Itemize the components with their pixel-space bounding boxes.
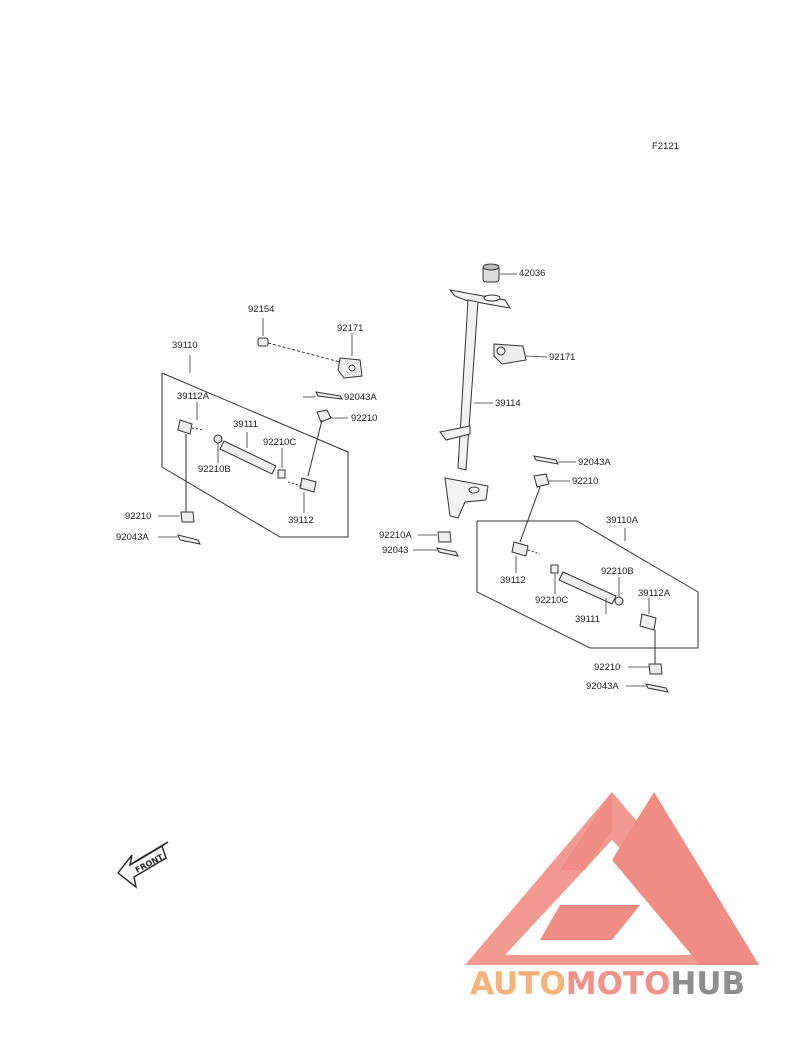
label-92210c-left: 92210C — [263, 437, 297, 448]
brand-part-moto: MOTO — [565, 966, 671, 1002]
label-92210-upper-left: 92210 — [351, 413, 378, 424]
brand-wordmark: AUTOMOTOHUB — [470, 966, 745, 1002]
label-92210-lower-right: 92210 — [594, 662, 621, 673]
label-92210a: 92210A — [379, 530, 412, 541]
label-39114: 39114 — [495, 398, 521, 409]
label-92154: 92154 — [248, 304, 275, 315]
label-92171-right: 92171 — [549, 352, 576, 363]
figure-code: F2121 — [652, 141, 679, 152]
label-39112-left: 39112 — [288, 515, 314, 526]
front-arrow-icon: FRONT — [117, 841, 169, 889]
label-39111-left: 39111 — [233, 419, 259, 430]
right-assembly-parts — [436, 455, 669, 693]
label-92210c-right: 92210C — [535, 595, 569, 606]
label-39112a-right: 39112A — [638, 588, 671, 599]
label-39110: 39110 — [172, 340, 198, 351]
label-92210b-left: 92210B — [198, 464, 231, 475]
bushing-part — [482, 263, 500, 283]
label-92210-lower-left: 92210 — [125, 511, 152, 522]
left-assembly-parts — [177, 391, 344, 545]
label-92210b-right: 92210B — [601, 566, 634, 577]
label-39111-right: 39111 — [575, 614, 601, 625]
label-39110a: 39110A — [606, 515, 639, 526]
label-39112a-left: 39112A — [177, 391, 210, 402]
brand-part-auto: AUTO — [470, 966, 566, 1002]
clamp-right — [493, 343, 527, 365]
brand-logo-icon — [465, 792, 759, 965]
label-92171-left: 92171 — [337, 323, 364, 334]
steering-shaft — [439, 289, 512, 519]
label-92043a-lower-left: 92043A — [116, 532, 149, 543]
label-92043a-right: 92043A — [578, 457, 611, 468]
brand-part-hub: HUB — [670, 966, 746, 1002]
label-92043: 92043 — [382, 545, 409, 556]
label-39112-right: 39112 — [500, 575, 526, 586]
label-92043a-lower-right: 92043A — [586, 681, 619, 692]
label-92043a-upper-left: 92043A — [344, 392, 377, 403]
right-assembly-frame — [476, 520, 699, 649]
bolt-and-clamp-left — [257, 337, 363, 379]
label-42036: 42036 — [519, 268, 546, 279]
label-92210-right: 92210 — [572, 476, 599, 487]
